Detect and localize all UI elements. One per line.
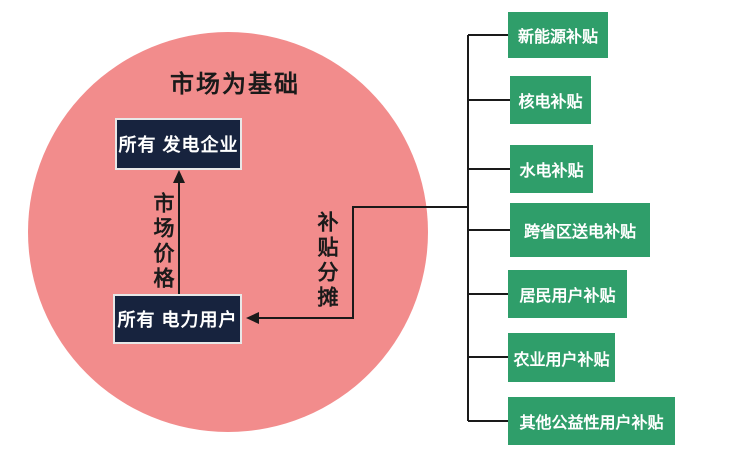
- diagram-title: 市场为基础: [170, 71, 300, 98]
- subsidy-box-other-public-welfare: 其他公益性用户补贴: [508, 397, 675, 445]
- market-price-label: 市场价格: [151, 192, 174, 292]
- subsidy-share-label: 补贴分摊: [315, 211, 338, 311]
- subsidy-box-new-energy: 新能源补贴: [508, 12, 608, 58]
- subsidy-box-residential: 居民用户补贴: [508, 270, 627, 318]
- subsidy-box-cross-province: 跨省区送电补贴: [510, 203, 650, 257]
- subsidy-box-nuclear: 核电补贴: [510, 76, 591, 124]
- subsidy-box-hydro: 水电补贴: [510, 145, 593, 193]
- node-all-generators: 所有 发电企业: [115, 118, 242, 170]
- subsidy-box-agricultural: 农业用户补贴: [508, 333, 615, 382]
- node-all-power-users: 所有 电力用户: [113, 294, 242, 344]
